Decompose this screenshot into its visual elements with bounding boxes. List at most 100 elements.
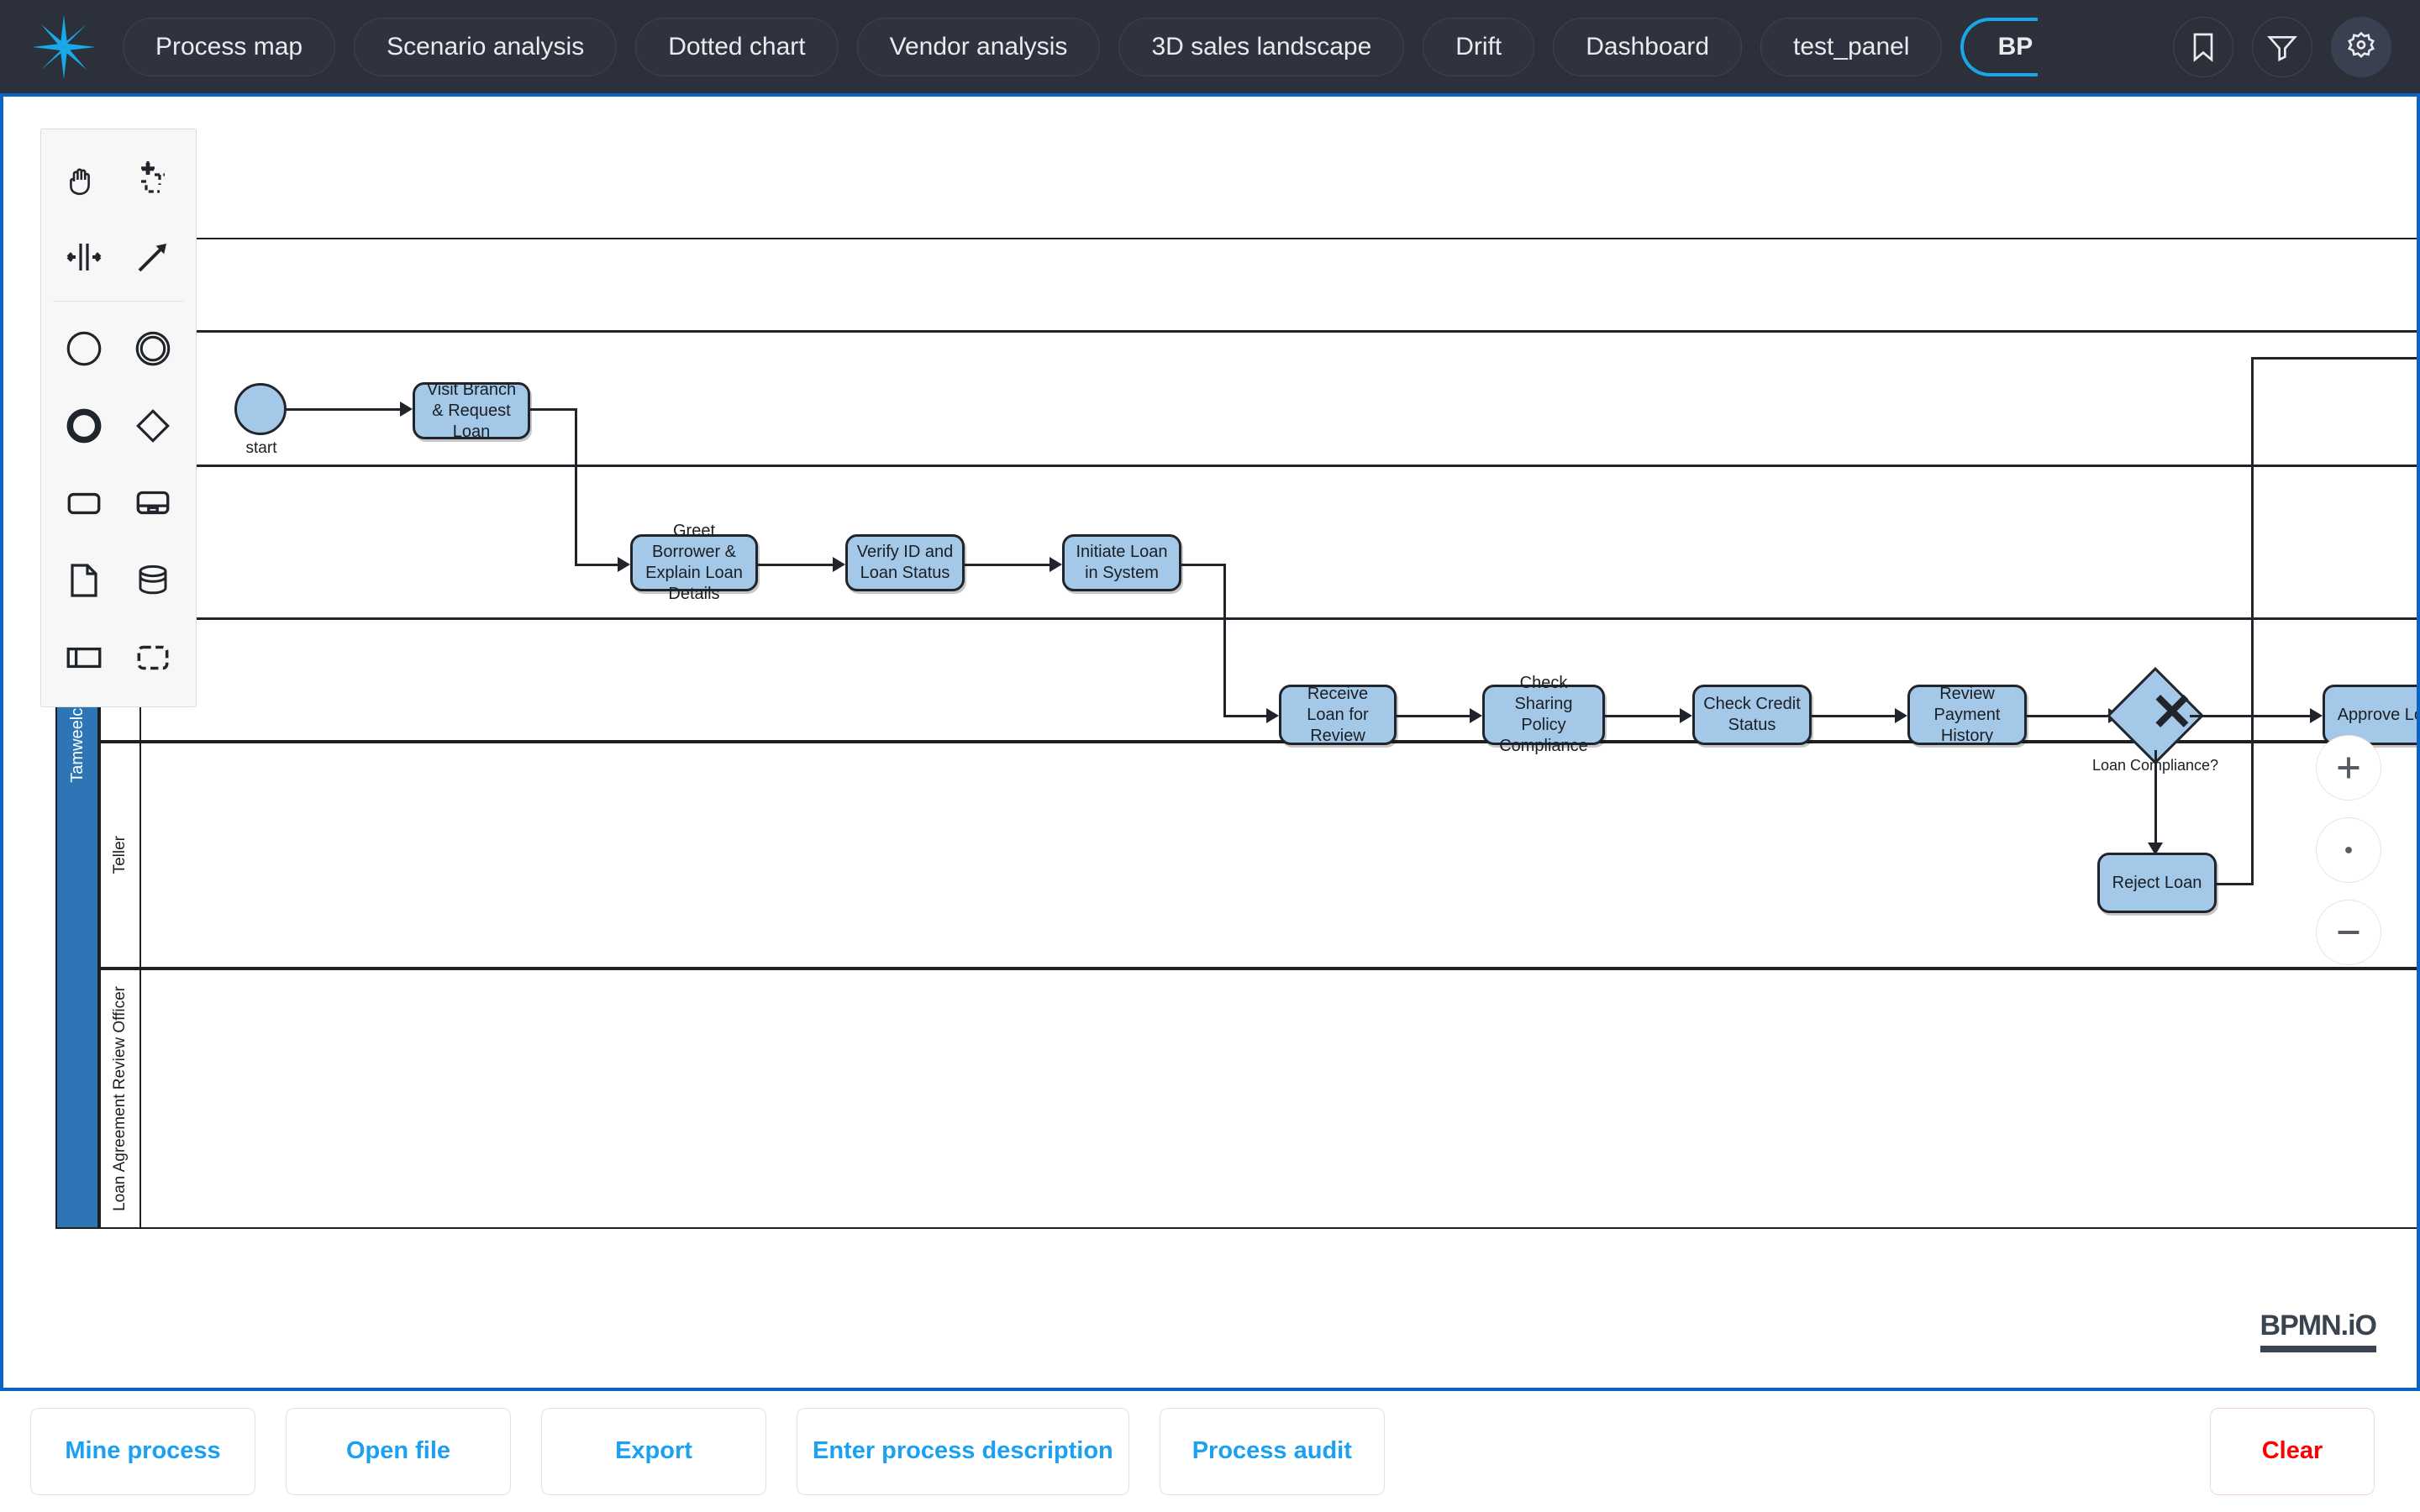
nav-tab-3d-sales-landscape[interactable]: 3D sales landscape: [1118, 17, 1405, 76]
zoom-out-icon[interactable]: [2316, 900, 2381, 965]
task-review-payment-history[interactable]: Review Payment History: [1907, 685, 2027, 745]
gateway-icon[interactable]: [118, 387, 187, 465]
palette-divider: [53, 301, 184, 302]
lane-divider-top: [141, 330, 2417, 333]
flow-visit-to-greet: [575, 564, 622, 566]
lane-header-teller[interactable]: Teller: [99, 742, 141, 969]
task-initiate-loan-in-system[interactable]: Initiate Loan in System: [1062, 534, 1181, 591]
nav-tab-test-panel[interactable]: test_panel: [1760, 17, 1943, 76]
bottom-button-mine-process[interactable]: Mine process: [30, 1408, 255, 1495]
nav-tab-bp[interactable]: BP: [1960, 17, 2039, 76]
filter-icon[interactable]: [2252, 16, 2312, 77]
start-event-label: start: [245, 439, 277, 457]
palette-row-tools-2: [50, 218, 187, 296]
flow-initiate-to-receive: [1223, 715, 1270, 717]
flow-visit-right: [530, 408, 576, 411]
clear-button-wrap: Clear: [2210, 1408, 2375, 1495]
task-check-credit-status[interactable]: Check Credit Status: [1692, 685, 1812, 745]
participant-icon[interactable]: [50, 619, 118, 696]
nav-tab-dashboard[interactable]: Dashboard: [1553, 17, 1743, 76]
nav-tab-vendor-analysis[interactable]: Vendor analysis: [856, 17, 1101, 76]
flow-arrow-verify: [833, 557, 845, 572]
bottom-button-export[interactable]: Export: [541, 1408, 766, 1495]
lane-header-loan-agreement-review-officer[interactable]: Loan Agreement Review Officer: [99, 969, 141, 1229]
task-visit-branch-request-loan[interactable]: Visit Branch & Request Loan: [413, 381, 530, 441]
palette-row-tasks: [50, 465, 187, 542]
lane-label-loan-agreement-review-officer: Loan Agreement Review Officer: [111, 986, 129, 1211]
bookmark-icon[interactable]: [2173, 16, 2233, 77]
flow-sharing-to-credit: [1605, 715, 1684, 717]
lane-label-teller: Teller: [111, 836, 129, 874]
lane-body-credit-review-officer: [141, 238, 2417, 742]
flow-arrow-greet: [618, 557, 630, 572]
bottom-button-enter-process-description[interactable]: Enter process description: [797, 1408, 1129, 1495]
flow-verify-to-initiate: [965, 564, 1054, 566]
flow-greet-to-verify: [758, 564, 837, 566]
nav-tab-scenario-analysis[interactable]: Scenario analysis: [354, 17, 618, 76]
end-event-icon[interactable]: [50, 387, 118, 465]
flow-receive-to-sharing: [1397, 715, 1474, 717]
bpmn-pool[interactable]: Tamweelcom Credit Review Officer Teller …: [55, 238, 2417, 1229]
palette-row-data: [50, 542, 187, 619]
palette-row-group: [50, 619, 187, 696]
task-verify-id-and-loan-status[interactable]: Verify ID and Loan Status: [845, 534, 965, 591]
flow-reject-right: [2217, 883, 2254, 885]
hand-tool-icon[interactable]: [50, 141, 118, 218]
flow-reject-top: [2251, 357, 2417, 360]
space-tool-icon[interactable]: [50, 218, 118, 296]
flow-credit-to-payment: [1812, 715, 1899, 717]
bpmn-canvas[interactable]: Tamweelcom Credit Review Officer Teller …: [3, 97, 2417, 1388]
bottom-action-bar: Mine process Open file Export Enter process…: [0, 1391, 2420, 1512]
nav-tab-list: Process map Scenario analysis Dotted chart…: [123, 17, 2173, 76]
intermediate-event-icon[interactable]: [118, 310, 187, 387]
diagram-canvas-frame: Tamweelcom Credit Review Officer Teller …: [0, 93, 2420, 1391]
app-logo-starburst-icon: [29, 12, 99, 82]
task-check-sharing-policy-compliance[interactable]: Check Sharing Policy Compliance: [1482, 674, 1605, 755]
data-object-icon[interactable]: [50, 542, 118, 619]
lane-body-teller: [141, 742, 2417, 969]
nav-tab-dotted-chart[interactable]: Dotted chart: [635, 17, 839, 76]
flow-arrow-approve: [2310, 708, 2323, 723]
zoom-in-icon[interactable]: [2316, 735, 2381, 801]
flow-arrow-initiate: [1050, 557, 1062, 572]
flow-arrow-receive: [1266, 708, 1279, 723]
zoom-controls: [2316, 735, 2381, 965]
flow-initiate-down: [1223, 564, 1226, 717]
nav-tab-process-map[interactable]: Process map: [123, 17, 336, 76]
data-store-icon[interactable]: [118, 542, 187, 619]
flow-initiate-right: [1181, 564, 1225, 566]
flow-arrow-payment: [1895, 708, 1907, 723]
bottom-button-process-audit[interactable]: Process audit: [1159, 1408, 1385, 1495]
bpmn-io-watermark[interactable]: BPMN.iO: [2260, 1310, 2377, 1352]
gear-icon[interactable]: [2331, 16, 2391, 77]
start-event[interactable]: [234, 383, 287, 435]
bpmn-io-watermark-underline: [2260, 1346, 2376, 1352]
bpmn-palette[interactable]: [40, 129, 197, 707]
flow-reject-up: [2251, 357, 2254, 885]
start-event-icon[interactable]: [50, 310, 118, 387]
task-reject-loan[interactable]: Reject Loan: [2097, 853, 2217, 913]
subprocess-icon[interactable]: [118, 465, 187, 542]
lasso-tool-icon[interactable]: [118, 141, 187, 218]
nav-tab-drift[interactable]: Drift: [1423, 17, 1535, 76]
palette-row-events: [50, 310, 187, 387]
flow-arrow-visit: [400, 402, 413, 417]
clear-button[interactable]: Clear: [2210, 1408, 2375, 1495]
flow-gateway-down: [2154, 750, 2157, 848]
flow-arrow-credit: [1680, 708, 1692, 723]
flow-arrow-reject: [2148, 843, 2163, 855]
bottom-button-open-file[interactable]: Open file: [286, 1408, 511, 1495]
task-receive-loan-for-review[interactable]: Receive Loan for Review: [1279, 685, 1397, 745]
task-greet-borrower-explain-loan-details[interactable]: Greet Borrower & Explain Loan Details: [630, 522, 758, 603]
group-icon[interactable]: [118, 619, 187, 696]
task-icon[interactable]: [50, 465, 118, 542]
lane-divider-1: [141, 465, 2417, 467]
connect-tool-icon[interactable]: [118, 218, 187, 296]
bottom-button-group: Mine process Open file Export Enter process…: [0, 1408, 1385, 1495]
zoom-reset-icon[interactable]: [2316, 817, 2381, 883]
palette-row-tools-1: [50, 141, 187, 218]
palette-row-endgw: [50, 387, 187, 465]
lane-divider-2: [141, 617, 2417, 620]
top-navigation-bar: Process map Scenario analysis Dotted chart…: [0, 0, 2420, 93]
bpmn-io-watermark-text: BPMN.iO: [2260, 1310, 2377, 1341]
